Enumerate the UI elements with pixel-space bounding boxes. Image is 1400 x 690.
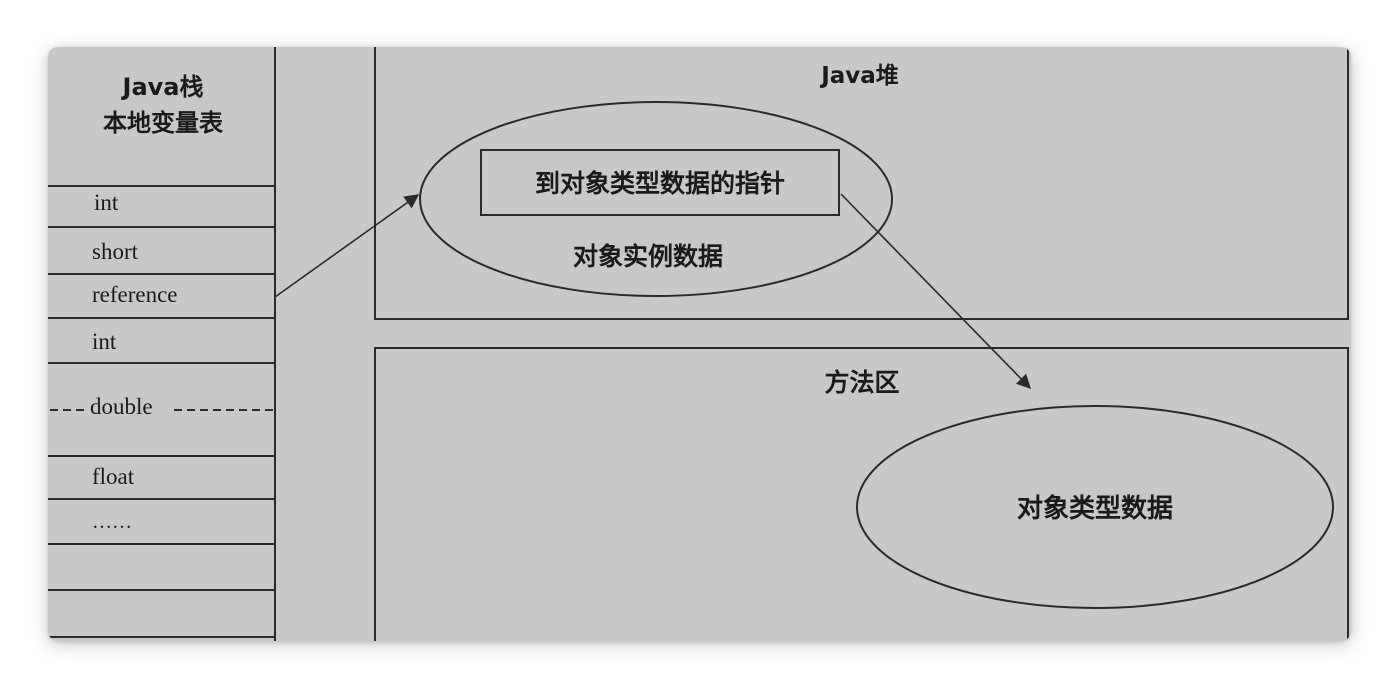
type-pointer-arrow: [840, 193, 1032, 390]
stack-row-ellipsis: ……: [92, 511, 132, 533]
stack-row-short: short: [92, 239, 139, 264]
type-data-ellipse: [856, 405, 1334, 609]
instance-data-label: 对象实例数据: [573, 242, 723, 271]
type-pointer-label: 到对象类型数据的指针: [535, 169, 785, 198]
stack-row-int: int: [92, 329, 117, 354]
diagram-card: Java栈 本地变量表 int short reference int doub…: [48, 47, 1351, 641]
object-ellipse: [419, 101, 893, 297]
java-heap: Java堆 到对象类型数据的指针 对象实例数据: [374, 47, 1349, 320]
stack-row-reference: reference: [92, 282, 178, 307]
stack-title: Java栈: [121, 73, 204, 101]
reference-arrow: [274, 194, 420, 298]
heap-title: Java堆: [819, 63, 899, 89]
memory-layout-diagram: Java栈 本地变量表 int short reference int doub…: [48, 47, 1349, 641]
method-area: 方法区 对象类型数据: [374, 347, 1349, 641]
java-stack: Java栈 本地变量表 int short reference int doub…: [48, 47, 276, 641]
stack-row-double: double: [90, 394, 153, 419]
method-area-border: [374, 347, 1349, 641]
stack-row-float: float: [92, 464, 135, 489]
method-area-title: 方法区: [824, 368, 899, 397]
type-data-label: 对象类型数据: [1017, 493, 1173, 524]
type-pointer-box: [480, 149, 840, 216]
heap-border: [374, 47, 1349, 320]
stack-row-int: int: [94, 190, 119, 215]
stack-subtitle: 本地变量表: [103, 109, 224, 137]
